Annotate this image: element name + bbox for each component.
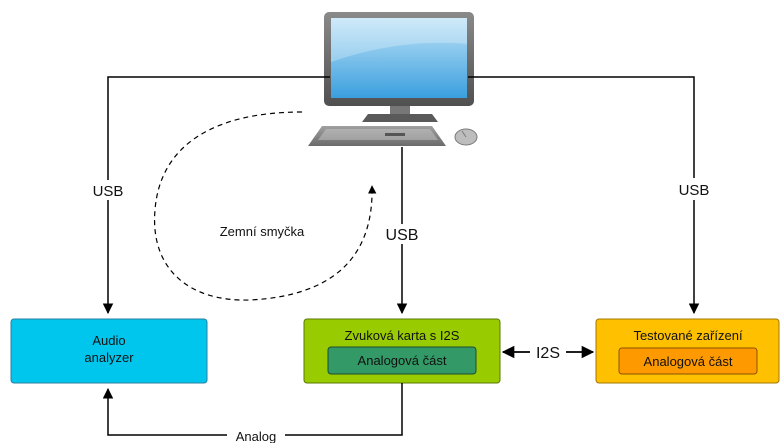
sound-card-title: Zvuková karta s I2S (345, 328, 460, 343)
tested-device-title: Testované zařízení (633, 328, 743, 343)
tested-device-analog-section: Analogová část (618, 347, 758, 375)
ground-loop-label: Zemní smyčka (220, 224, 305, 239)
usb-right-label: USB (679, 182, 710, 199)
usb-right-connector (468, 76, 700, 315)
tested-device-analog-label: Analogová část (644, 354, 733, 369)
computer-icon (308, 12, 478, 146)
sound-card-box: Zvuková karta s I2S Analogová část (303, 318, 501, 384)
usb-left-connector (102, 76, 330, 315)
audio-analyzer-label-line1: Audio (92, 333, 125, 348)
audio-analyzer-label-line2: analyzer (84, 350, 134, 365)
analog-connector (102, 383, 403, 436)
sound-card-analog-section: Analogová část (327, 346, 477, 375)
ground-loop-curve (153, 111, 377, 301)
audio-analyzer-box: Audio analyzer (10, 318, 208, 384)
sound-card-analog-label: Analogová část (358, 353, 447, 368)
usb-left-label: USB (93, 183, 124, 200)
tested-device-box: Testované zařízení Analogová část (595, 318, 780, 384)
usb-center-label: USB (386, 227, 419, 244)
analog-label: Analog (236, 429, 276, 443)
i2s-label: I2S (536, 345, 560, 362)
